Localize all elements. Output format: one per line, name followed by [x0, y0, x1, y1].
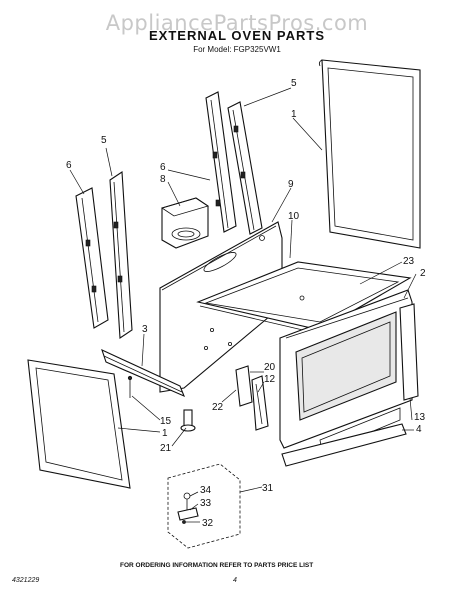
- callout-10: 10: [288, 211, 300, 222]
- callout-20: 20: [264, 362, 276, 373]
- callout-labels: 5 1 5 6 6 8 9 10 23 2 3 20 12 22 13 4 15…: [66, 78, 426, 529]
- leader-lines: [69, 87, 417, 523]
- part-1-left-frame: [27, 359, 131, 489]
- part-31-hardware-kit: [167, 463, 241, 549]
- callout-4: 4: [416, 424, 422, 435]
- part-13-side-trim: [399, 303, 419, 401]
- callout-6-mid: 6: [160, 162, 166, 173]
- callout-1-right: 1: [291, 109, 297, 120]
- part-5-rail-left: [109, 171, 133, 339]
- part-2-door: [279, 289, 413, 453]
- callout-6-left: 6: [66, 160, 72, 171]
- part-6-rail-left: [75, 187, 109, 329]
- page-number: 4: [233, 577, 237, 584]
- callout-15: 15: [160, 416, 172, 427]
- callout-3: 3: [142, 324, 148, 335]
- callout-12: 12: [264, 374, 276, 385]
- callout-8: 8: [160, 174, 166, 185]
- part-1-right-frame: [318, 59, 421, 249]
- callout-1-left: 1: [162, 428, 168, 439]
- part-4-kick-panel: [281, 423, 407, 467]
- document-number: 4321229: [12, 577, 39, 584]
- part-8-vent-box: [161, 197, 209, 249]
- callout-2: 2: [420, 268, 426, 279]
- ordering-note: FOR ORDERING INFORMATION REFER TO PARTS …: [120, 562, 313, 569]
- part-15-screw: [127, 375, 133, 398]
- callout-31: 31: [262, 483, 274, 494]
- model-subtitle: For Model: FGP325VW1: [193, 45, 281, 54]
- watermark: AppliancePartsPros.com: [106, 11, 369, 35]
- part-23-bottom-tray: [196, 261, 412, 335]
- part-3-lower-rail: [101, 348, 186, 398]
- callout-34: 34: [200, 485, 212, 496]
- callout-13: 13: [414, 412, 426, 423]
- callout-5-left: 5: [101, 135, 107, 146]
- callout-21: 21: [160, 443, 172, 454]
- callout-32: 32: [202, 518, 214, 529]
- part-5-rail-right: [227, 101, 263, 235]
- callout-33: 33: [200, 498, 212, 509]
- callout-23: 23: [403, 256, 415, 267]
- part-21-leveling-leg: [180, 409, 196, 432]
- diagram-title: EXTERNAL OVEN PARTS: [149, 28, 325, 43]
- part-6-rail-mid: [205, 91, 237, 233]
- callout-9: 9: [288, 179, 294, 190]
- callout-5-right: 5: [291, 78, 297, 89]
- callout-22: 22: [212, 402, 224, 413]
- part-20-hinge: [235, 365, 269, 431]
